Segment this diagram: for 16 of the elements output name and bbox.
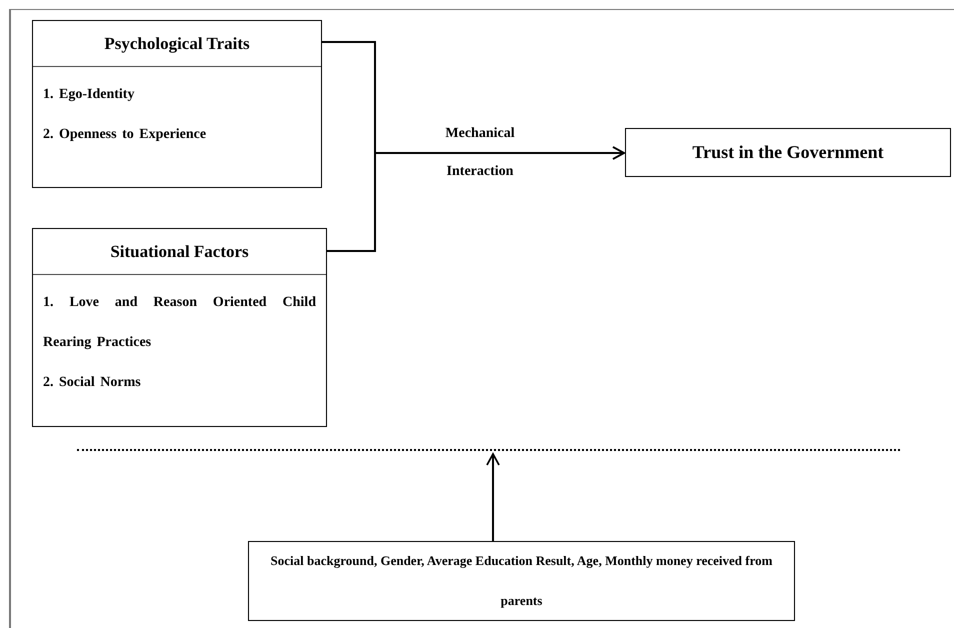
outcome-box: [625, 128, 951, 177]
list-item: 1. Love and Reason Oriented Child Rearing Practices: [43, 294, 316, 352]
connector-arrow: [486, 453, 500, 541]
edge-label: Mechanical Interaction: [444, 125, 516, 181]
list-item: 2. Social Norms: [43, 374, 142, 392]
box-text: Trust in the Government: [692, 141, 884, 164]
dotted-line: [77, 449, 900, 451]
category-box: [32, 20, 322, 188]
box-heading: Situational Factors: [110, 240, 249, 263]
box-text: Social background, Gender, Average Education Result, Age, Monthly money received from parents: [270, 552, 774, 610]
list-item: 2. Openness to Experience: [43, 126, 208, 144]
box-heading: Psychological Traits: [104, 32, 250, 55]
connector-arrow: [327, 146, 625, 252]
control-variables-box: [248, 541, 795, 621]
category-box: [32, 228, 327, 427]
list-item: 1. Ego-Identity: [43, 86, 136, 104]
